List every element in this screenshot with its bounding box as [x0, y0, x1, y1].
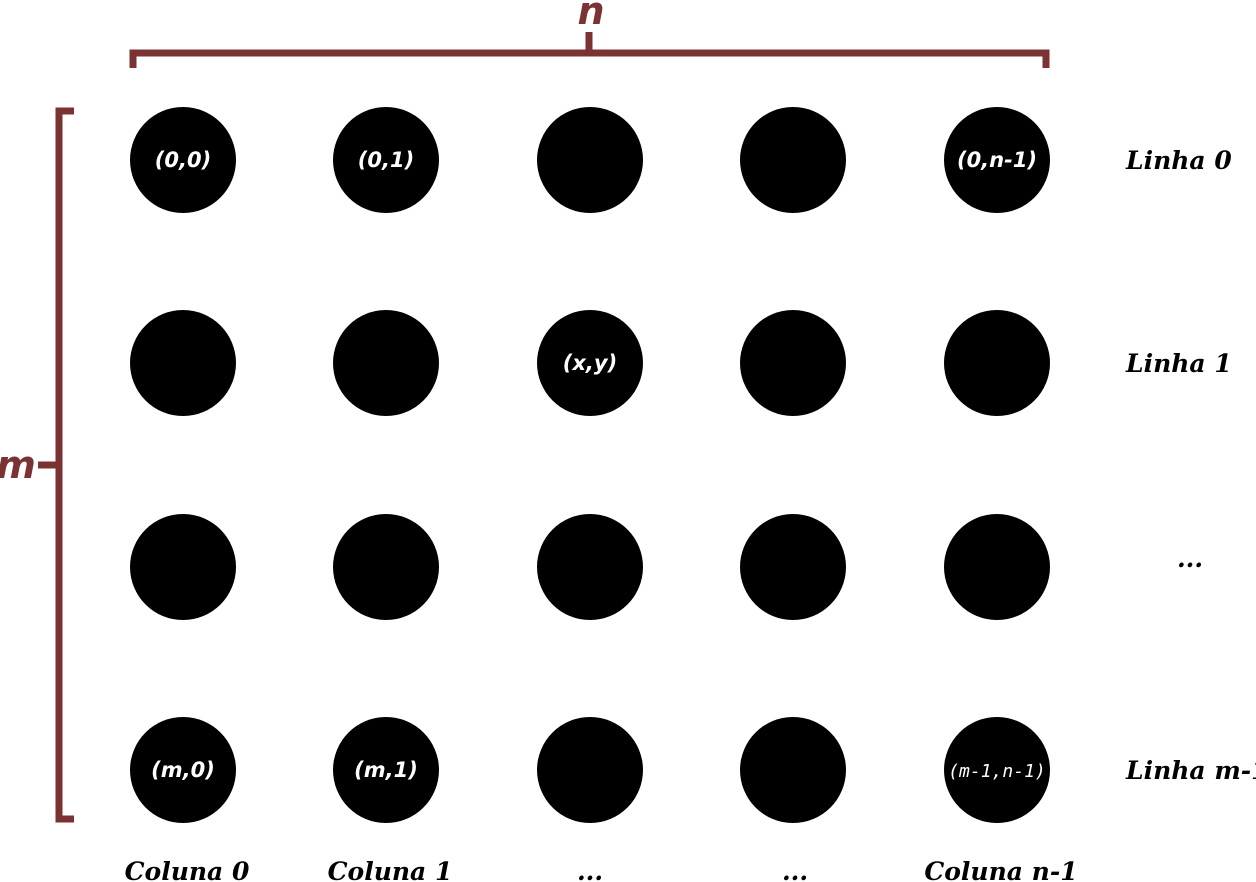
cell-dot — [537, 107, 643, 213]
column-label: ... — [782, 857, 808, 882]
cell-dot — [333, 514, 439, 620]
rows-bracket: m — [0, 107, 74, 823]
columns-bracket-line — [129, 49, 1050, 68]
matrix-cell — [740, 310, 846, 416]
rows-dimension-label: m — [0, 443, 36, 487]
cell-dot — [333, 107, 439, 213]
cell-dot — [944, 717, 1050, 823]
matrix-cell — [333, 514, 439, 620]
cell-dot — [130, 310, 236, 416]
column-label: Coluna n-1 — [924, 857, 1077, 882]
row-label: Linha 1 — [1125, 349, 1232, 378]
row-label: ... — [1177, 544, 1203, 573]
matrix-cell — [740, 107, 846, 213]
cell-dot — [944, 107, 1050, 213]
matrix-grid: (0,0) (0,1) (0,n-1) (x,y) (m,0) (m,1) (m-1,n-1… — [130, 107, 1050, 823]
cell-coordinate-label: (m,0) — [151, 758, 215, 782]
cell-coordinate-label: (0,1) — [358, 148, 414, 172]
cell-coordinate-label: (x,y) — [563, 351, 617, 375]
row-labels: Linha 0 Linha 1... Linha m-1 — [1125, 146, 1256, 785]
cell-dot — [333, 717, 439, 823]
matrix-cell — [537, 107, 643, 213]
cell-dot — [740, 717, 846, 823]
cell-coordinate-label: (0,n-1) — [957, 148, 1037, 172]
row-label: Linha m-1 — [1125, 756, 1256, 785]
matrix-cell: (m-1,n-1) — [944, 717, 1050, 823]
cell-coordinate-label: (m-1,n-1) — [948, 761, 1046, 782]
matrix-cell: (m,1) — [333, 717, 439, 823]
cell-dot — [740, 310, 846, 416]
matrix-cell — [130, 514, 236, 620]
matrix-cell: (x,y) — [537, 310, 643, 416]
cell-dot — [537, 717, 643, 823]
column-label: Coluna 1 — [328, 857, 453, 882]
cell-dot — [537, 310, 643, 416]
columns-dimension-label: n — [577, 0, 604, 33]
cell-dot — [333, 310, 439, 416]
column-label: ... — [577, 857, 603, 882]
matrix-cell — [537, 514, 643, 620]
matrix-cell — [740, 717, 846, 823]
cell-dot — [740, 514, 846, 620]
matrix-cell — [944, 514, 1050, 620]
matrix-cell: (0,n-1) — [944, 107, 1050, 213]
cell-dot — [944, 310, 1050, 416]
column-label: Coluna 0 — [125, 857, 250, 882]
cell-dot — [130, 107, 236, 213]
cell-dot — [130, 717, 236, 823]
row-label: Linha 0 — [1125, 146, 1232, 175]
cell-dot — [740, 107, 846, 213]
cell-dot — [944, 514, 1050, 620]
matrix-cell — [537, 717, 643, 823]
matrix-cell: (0,1) — [333, 107, 439, 213]
matrix-cell — [740, 514, 846, 620]
rows-bracket-line — [55, 107, 74, 823]
matrix-cell — [333, 310, 439, 416]
matrix-cell: (0,0) — [130, 107, 236, 213]
matrix-cell: (m,0) — [130, 717, 236, 823]
cell-dot — [537, 514, 643, 620]
cell-dot — [130, 514, 236, 620]
columns-bracket: n — [129, 0, 1050, 68]
cell-coordinate-label: (0,0) — [155, 148, 211, 172]
matrix-cell — [944, 310, 1050, 416]
matrix-cell — [130, 310, 236, 416]
column-labels: Coluna 0 Coluna 1...... Coluna n-1 — [125, 857, 1078, 882]
cell-coordinate-label: (m,1) — [354, 758, 418, 782]
